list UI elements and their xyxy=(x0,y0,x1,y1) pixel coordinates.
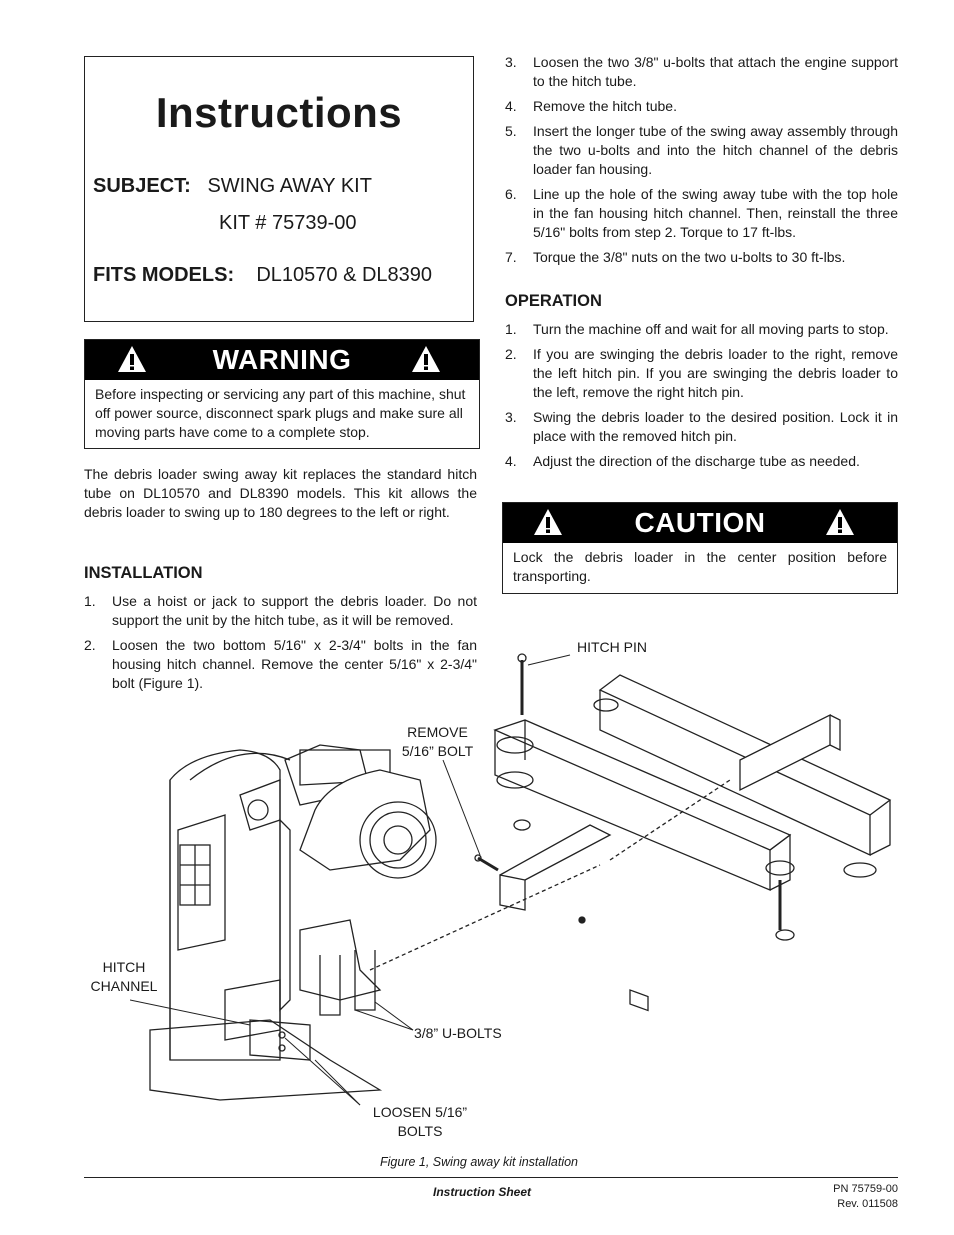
list-item: 4.Remove the hitch tube. xyxy=(505,98,677,114)
list-item: 2.If you are swinging the debris loader … xyxy=(505,346,898,400)
list-item: 2.Loosen the two bottom 5/16" x 2-3/4" b… xyxy=(84,637,477,691)
fits-value: DL10570 & DL8390 xyxy=(256,264,433,286)
list-item: 7.Torque the 3/8" nuts on the two u-bolt… xyxy=(505,249,846,265)
list-item: 3.Swing the debris loader to the desired… xyxy=(505,409,898,444)
installation-steps-right: 3.Loosen the two 3/8" u-bolts that attac… xyxy=(505,53,898,273)
list-item: 3.Loosen the two 3/8" u-bolts that attac… xyxy=(505,54,898,89)
callout-hitch-pin: HITCH PIN xyxy=(577,639,647,655)
footer-title: Instruction Sheet xyxy=(433,1185,532,1199)
kit-number: KIT # 75739-00 xyxy=(219,212,357,234)
subject-row: SUBJECT: SWING AWAY KIT xyxy=(93,175,372,198)
warning-triangle-icon xyxy=(412,346,440,372)
installation-steps-left: 1.Use a hoist or jack to support the deb… xyxy=(84,592,477,699)
leader-lines xyxy=(130,654,571,1106)
fits-label: FITS MODELS: xyxy=(93,264,235,286)
list-item: 1.Use a hoist or jack to support the deb… xyxy=(84,593,477,628)
operation-steps: 1.Turn the machine off and wait for all … xyxy=(505,320,898,477)
callout-u-bolts: 3/8” U-BOLTS xyxy=(414,1025,502,1041)
callout-remove-bolt: REMOVE 5/16” BOLT xyxy=(401,724,474,759)
fits-row: FITS MODELS: DL10570 & DL8390 xyxy=(93,264,432,287)
list-item: 4.Adjust the direction of the discharge … xyxy=(505,453,860,469)
operation-heading: OPERATION xyxy=(505,292,602,310)
fan-housing-drawing xyxy=(149,749,383,1101)
list-item: 1.Turn the machine off and wait for all … xyxy=(505,321,889,337)
page-title: Instructions xyxy=(155,89,403,136)
subject-value: SWING AWAY KIT xyxy=(207,175,372,197)
caution-text: Lock the debris loader in the center pos… xyxy=(513,549,887,584)
list-item: 6.Line up the hole of the swing away tub… xyxy=(505,186,898,240)
caution-label: CAUTION xyxy=(634,507,766,538)
part-number: PN 75759-00 xyxy=(833,1183,898,1195)
caution-header: CAUTION xyxy=(503,503,897,543)
caution-box: CAUTION Lock the debris loader in the ce… xyxy=(502,502,898,594)
subject-label: SUBJECT: xyxy=(93,175,191,197)
title-box: Instructions SUBJECT: SWING AWAY KIT KIT… xyxy=(84,56,474,322)
list-item: 5.Insert the longer tube of the swing aw… xyxy=(505,123,898,177)
installation-heading: INSTALLATION xyxy=(84,564,203,582)
warning-box: WARNING Before inspecting or servicing a… xyxy=(84,339,480,449)
callout-hitch-channel: HITCH CHANNEL xyxy=(90,959,158,994)
warning-triangle-icon xyxy=(826,509,854,535)
intro-paragraph: The debris loader swing away kit replace… xyxy=(84,466,477,520)
warning-triangle-icon xyxy=(534,509,562,535)
footer-divider xyxy=(84,1177,898,1178)
swing-away-assembly-drawing xyxy=(369,653,892,1012)
warning-text: Before inspecting or servicing any part … xyxy=(95,386,466,440)
figure-caption: Figure 1, Swing away kit installation xyxy=(380,1155,579,1169)
warning-label: WARNING xyxy=(212,344,352,375)
revision: Rev. 011508 xyxy=(837,1198,898,1210)
footer-part-info: PN 75759-00 Rev. 011508 xyxy=(833,1182,898,1212)
warning-triangle-icon xyxy=(118,346,146,372)
warning-header: WARNING xyxy=(85,340,479,380)
callout-loosen-bolts: LOOSEN 5/16” BOLTS xyxy=(372,1104,468,1139)
engine-drawing xyxy=(239,744,437,1061)
installation-figure xyxy=(130,653,892,1106)
bolt-drawing xyxy=(474,854,586,924)
